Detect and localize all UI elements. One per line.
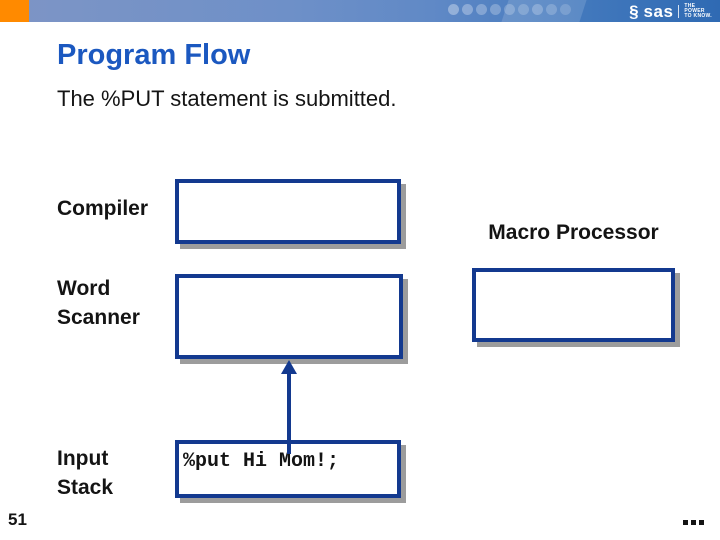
sas-logo: § sas THE POWER TO KNOW. (629, 0, 712, 22)
flow-arrow-up-icon (281, 360, 297, 374)
logo-divider (678, 4, 680, 18)
banner-dot-icon (490, 4, 501, 15)
banner-dot-icon (448, 4, 459, 15)
banner-dot-icon (476, 4, 487, 15)
banner-dot-icon (546, 4, 557, 15)
word-scanner-label: Word Scanner (57, 277, 140, 329)
slide-subtitle: The %PUT statement is submitted. (57, 86, 397, 111)
banner-dot-icon (462, 4, 473, 15)
banner-dot-icon (504, 4, 515, 15)
banner-dot-icon (532, 4, 543, 15)
sas-tagline-line: THE (684, 2, 696, 9)
footer-ellipsis-icon (683, 520, 704, 525)
input-stack-code: %put Hi Mom!; (183, 450, 340, 473)
page-number: 51 (8, 510, 27, 529)
compiler-label: Compiler (57, 197, 149, 220)
orange-accent-block (0, 0, 29, 22)
sas-tagline-line: POWER (684, 7, 705, 14)
banner-dot-icon (518, 4, 529, 15)
compiler-box (175, 179, 401, 244)
macro-processor-box (472, 268, 675, 342)
banner-dot-icon (560, 4, 571, 15)
flow-arrow-line (287, 368, 291, 454)
sas-tagline-line: TO KNOW. (684, 12, 712, 19)
sas-logo-wordmark: sas (643, 1, 674, 21)
word-scanner-box (175, 274, 403, 359)
sas-logo-curl-icon: § (629, 1, 639, 21)
sas-tagline: THE POWER TO KNOW. (684, 2, 712, 19)
page-title: Program Flow (57, 39, 251, 71)
macro-processor-label: Macro Processor (488, 221, 659, 244)
header-bar: § sas THE POWER TO KNOW. (0, 0, 720, 24)
input-stack-label: Input Stack (57, 447, 114, 499)
